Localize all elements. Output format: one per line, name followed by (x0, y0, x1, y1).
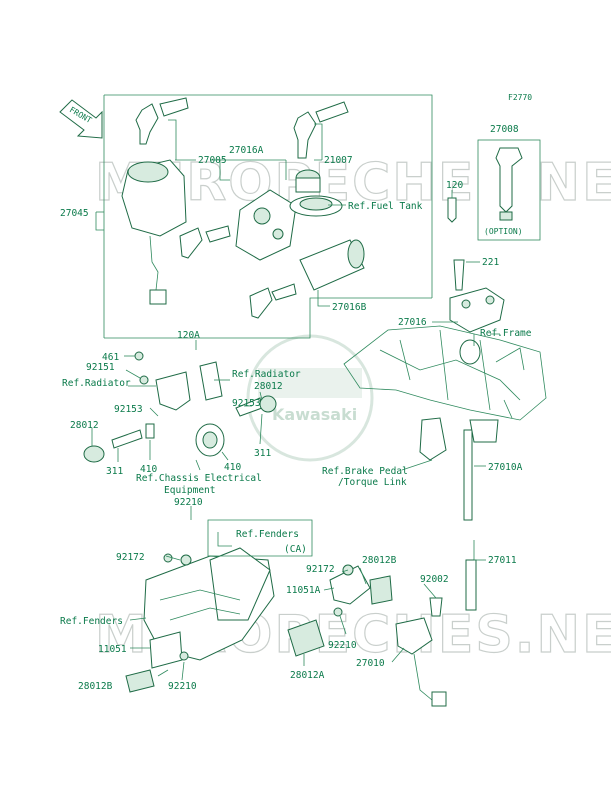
label-ref-brake-line1: Ref.Brake Pedal (322, 466, 408, 477)
label-92151: 92151 (86, 362, 115, 373)
leader-lines (91, 119, 500, 681)
label-311-left: 311 (106, 466, 123, 477)
label-27011: 27011 (488, 555, 517, 566)
fuel-cap-group (289, 101, 349, 217)
label-92002: 92002 (420, 574, 449, 585)
label-28012A: 28012A (290, 670, 325, 681)
label-11051: 11051 (98, 644, 127, 655)
option-key-box: (OPTION) (477, 139, 541, 241)
label-ref-frame: Ref.Frame (480, 328, 532, 339)
label-27016B: 27016B (332, 302, 367, 313)
label-120A: 120A (177, 330, 200, 341)
label-ref-brake-line2: /Torque Link (338, 477, 407, 488)
screw-221 (453, 259, 465, 291)
frame-sketch (343, 325, 547, 421)
connector-left (83, 423, 155, 463)
label-27010A: 27010A (488, 462, 523, 473)
key-set-27005 (135, 97, 231, 259)
diagram-code: F2770 (508, 93, 532, 102)
label-27016: 27016 (398, 317, 427, 328)
ignition-switch (121, 159, 187, 361)
label-92210-top: 92210 (174, 497, 203, 508)
bracket-11051A (329, 564, 393, 617)
label-27016A: 27016A (229, 145, 264, 156)
fender-bracket (125, 547, 275, 693)
label-120: 120 (446, 180, 463, 191)
label-311-center: 311 (254, 448, 271, 459)
label-ref-radiator-left: Ref.Radiator (62, 378, 131, 389)
option-label: (OPTION) (484, 227, 523, 236)
label-11051A: 11051A (286, 585, 321, 596)
label-27045: 27045 (60, 208, 89, 219)
label-221: 221 (482, 257, 499, 268)
svg-text:Kawasaki: Kawasaki (272, 405, 357, 424)
label-410-left: 410 (140, 464, 157, 475)
kawasaki-logo: Kawasaki (246, 334, 374, 462)
label-27008: 27008 (490, 124, 519, 135)
label-21007: 21007 (324, 155, 353, 166)
label-ref-fenders-ca-line1: Ref.Fenders (236, 529, 299, 540)
label-28012-center: 28012 (254, 381, 283, 392)
label-ref-fuel-tank: Ref.Fuel Tank (348, 201, 423, 212)
radiator-bracket (139, 361, 223, 411)
label-92172-left: 92172 (116, 552, 145, 563)
screw-120 (447, 197, 457, 223)
label-92210-bottom: 92210 (168, 681, 197, 692)
label-92172-right: 92172 (306, 564, 335, 575)
label-ref-chassis-line2: Equipment (164, 485, 215, 496)
label-28012B-right: 28012B (362, 555, 397, 566)
switch-27010 (395, 597, 447, 707)
ref-fenders-ca-box (207, 519, 313, 557)
label-27010: 27010 (356, 658, 385, 669)
label-ref-chassis-line1: Ref.Chassis Electrical (136, 473, 262, 484)
label-410-center: 410 (224, 462, 241, 473)
label-92153-left: 92153 (114, 404, 143, 415)
reflector-28012A (287, 619, 325, 657)
group-bracket (103, 94, 433, 339)
bracket-27016 (449, 287, 505, 365)
front-arrow: FRONT (59, 99, 103, 139)
label-ref-fenders-ca-line2: (CA) (284, 544, 307, 555)
label-28012-left: 28012 (70, 420, 99, 431)
label-ref-radiator-center: Ref.Radiator (232, 369, 301, 380)
lock-27016A (235, 189, 297, 261)
connector-center (195, 395, 277, 457)
label-27005: 27005 (198, 155, 227, 166)
label-461: 461 (102, 352, 119, 363)
label-92153-center: 92153 (232, 398, 261, 409)
label-92210-right: 92210 (328, 640, 357, 651)
brake-sensor-27010A (419, 417, 499, 611)
lock-cylinder-27016B (249, 239, 365, 319)
label-28012B-left: 28012B (78, 681, 113, 692)
label-ref-fenders-left: Ref.Fenders (60, 616, 123, 627)
